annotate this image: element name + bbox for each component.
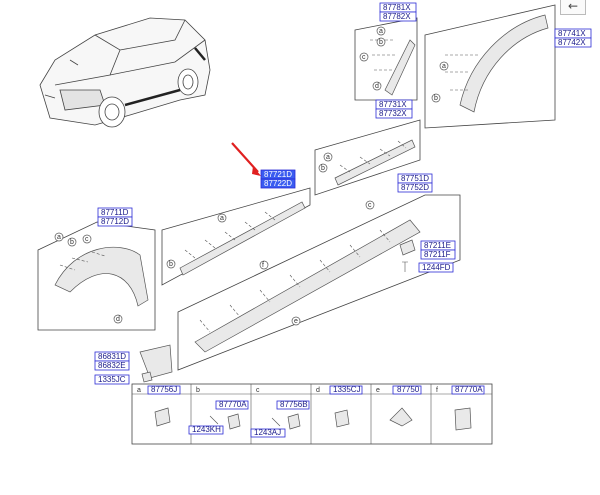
svg-text:f: f (262, 262, 264, 269)
side-sill-group (177, 194, 461, 371)
svg-text:a: a (220, 215, 224, 222)
svg-text:c: c (362, 54, 366, 61)
screw-c-icon (271, 417, 281, 427)
part-box-87756B[interactable] (276, 400, 310, 410)
part-number-87722D[interactable]: 87722D (264, 179, 292, 188)
part-box-87756J[interactable] (147, 385, 181, 395)
svg-text:d: d (375, 83, 379, 90)
front-arch-group (37, 221, 156, 331)
legend-part-87770A-b[interactable]: 87770A (219, 400, 247, 409)
upper-garnish-group (314, 119, 421, 196)
bracket-part (399, 239, 416, 256)
part-number-87721D[interactable]: 87721D (264, 170, 292, 179)
part-box-87211F[interactable] (420, 249, 456, 260)
part-number-87742X[interactable]: 87742X (558, 38, 586, 47)
part-number-87711D[interactable]: 87711D (101, 208, 129, 217)
part-box-87770A-f[interactable] (451, 385, 485, 395)
part-number-87781X[interactable]: 87781X (383, 3, 411, 12)
part-number-87712D[interactable]: 87712D (101, 217, 129, 226)
part-box-87742X[interactable] (554, 37, 592, 48)
part-number-87211E[interactable]: 87211E (424, 241, 451, 250)
svg-text:b: b (379, 39, 383, 46)
svg-text:d: d (116, 316, 120, 323)
arrow-head-icon (252, 166, 261, 176)
part-number-86832E[interactable]: 86832E (98, 361, 126, 370)
svg-text:a: a (57, 234, 61, 241)
svg-text:a: a (326, 154, 330, 161)
part-box-1243AJ[interactable] (250, 428, 286, 438)
part-box-87770A-b[interactable] (215, 400, 249, 410)
part-number-87741X[interactable]: 87741X (558, 29, 586, 38)
part-box-87712D[interactable] (97, 216, 133, 227)
part-box-87750[interactable] (392, 385, 422, 395)
legend-letter-a: a (137, 387, 141, 394)
part-box-1243KH[interactable] (188, 425, 224, 435)
part-box-1244FD[interactable] (418, 262, 454, 273)
callout-circles: a b c d a b a b a b a b c d c f e (54, 26, 449, 326)
svg-text:b: b (70, 239, 74, 246)
clip-c-icon (287, 413, 301, 430)
clip-f-icon (454, 407, 472, 431)
upper-trim-group (354, 17, 418, 101)
part-box-86832E[interactable] (94, 360, 130, 371)
vehicle-illustration (39, 17, 211, 128)
legend-part-1243KH[interactable]: 1243KH (192, 425, 221, 434)
screw-b-icon (209, 415, 219, 425)
part-number-87731X[interactable]: 87731X (379, 100, 407, 109)
bolt-part (402, 261, 408, 272)
part-number-87752D[interactable]: 87752D (401, 183, 429, 192)
clip-d-icon (334, 409, 350, 428)
legend-letter-b: b (196, 387, 200, 394)
part-box-87722D[interactable] (260, 178, 296, 189)
svg-text:c: c (368, 202, 372, 209)
part-number-86831D[interactable]: 86831D (98, 352, 126, 361)
svg-text:a: a (442, 63, 446, 70)
svg-text:a: a (379, 28, 383, 35)
legend-table: a b c d e f 87756J 87770A 1243KH 87756B … (131, 383, 493, 445)
svg-text:b: b (169, 261, 173, 268)
part-box-87782X[interactable] (379, 11, 417, 22)
part-number-87732X[interactable]: 87732X (379, 109, 407, 118)
legend-letter-f: f (436, 387, 438, 394)
legend-part-87750[interactable]: 87750 (397, 385, 420, 394)
clip-part (141, 371, 153, 383)
legend-letter-c: c (256, 387, 260, 394)
legend-part-1335CJ[interactable]: 1335CJ (333, 385, 361, 394)
legend-part-87756J[interactable]: 87756J (151, 385, 177, 394)
clip-b-icon (227, 413, 241, 430)
part-number-87211F[interactable]: 87211F (424, 250, 451, 259)
clip-a-icon (154, 407, 171, 427)
side-garnish-group (161, 187, 311, 286)
part-number-87751D[interactable]: 87751D (401, 174, 429, 183)
part-number-1335JC[interactable]: 1335JC (98, 375, 126, 384)
part-number-1244FD[interactable]: 1244FD (422, 263, 451, 272)
legend-part-87756B[interactable]: 87756B (280, 400, 308, 409)
legend-part-87770A-f[interactable]: 87770A (455, 385, 483, 394)
arrow-left-icon: ← (567, 0, 579, 13)
part-box-1335JC[interactable] (94, 374, 130, 385)
legend-letter-d: d (316, 387, 320, 394)
legend-letter-e: e (376, 387, 380, 394)
clip-e-icon (389, 407, 413, 427)
svg-text:b: b (321, 165, 325, 172)
part-box-87752D[interactable] (397, 182, 433, 193)
svg-text:b: b (434, 95, 438, 102)
part-box-87732X[interactable] (375, 108, 413, 119)
legend-part-1243AJ[interactable]: 1243AJ (254, 428, 281, 437)
rear-arch-group (424, 4, 556, 129)
svg-text:e: e (294, 318, 298, 325)
svg-text:c: c (85, 236, 89, 243)
back-button[interactable]: ← (560, 0, 586, 15)
mudguard-part (139, 344, 173, 379)
part-box-1335CJ[interactable] (329, 385, 363, 395)
part-number-87782X[interactable]: 87782X (383, 12, 411, 21)
